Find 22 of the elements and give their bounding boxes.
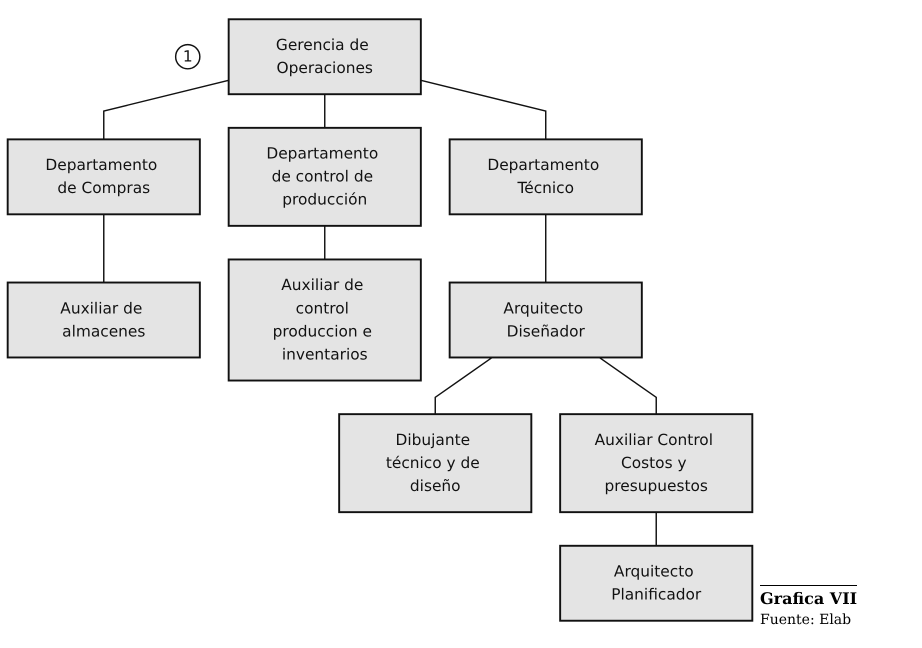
connector: [324, 94, 326, 128]
node-box: Auxiliar de control produccion e inventarios: [228, 258, 422, 382]
connector: [103, 214, 104, 283]
node-box: Auxiliar Control Costos y presupuestos: [559, 413, 754, 514]
node-box: Dibujante técnico y de diseño: [338, 413, 532, 514]
node-box: Departamento Técnico: [448, 138, 643, 216]
connector: [545, 214, 546, 283]
node-box: Departamento de control de producción: [228, 126, 422, 227]
connector: [103, 80, 229, 140]
connector: [324, 226, 326, 260]
node-box: Departamento de Compras: [6, 138, 201, 216]
node-box: Arquitecto Diseñador: [448, 282, 643, 358]
connector: [434, 356, 493, 414]
node-box: Auxiliar de almacenes: [6, 282, 201, 358]
node-box: Gerencia de Operaciones: [228, 18, 422, 96]
node-box: Arquitecto Planificador: [559, 544, 754, 622]
connector: [656, 512, 657, 546]
node-circle: 1: [174, 44, 201, 70]
connector: [598, 356, 657, 414]
connector: [420, 80, 546, 140]
figure-caption: Grafica VII: [760, 585, 858, 608]
source-note: Fuente: Elab: [760, 612, 852, 628]
